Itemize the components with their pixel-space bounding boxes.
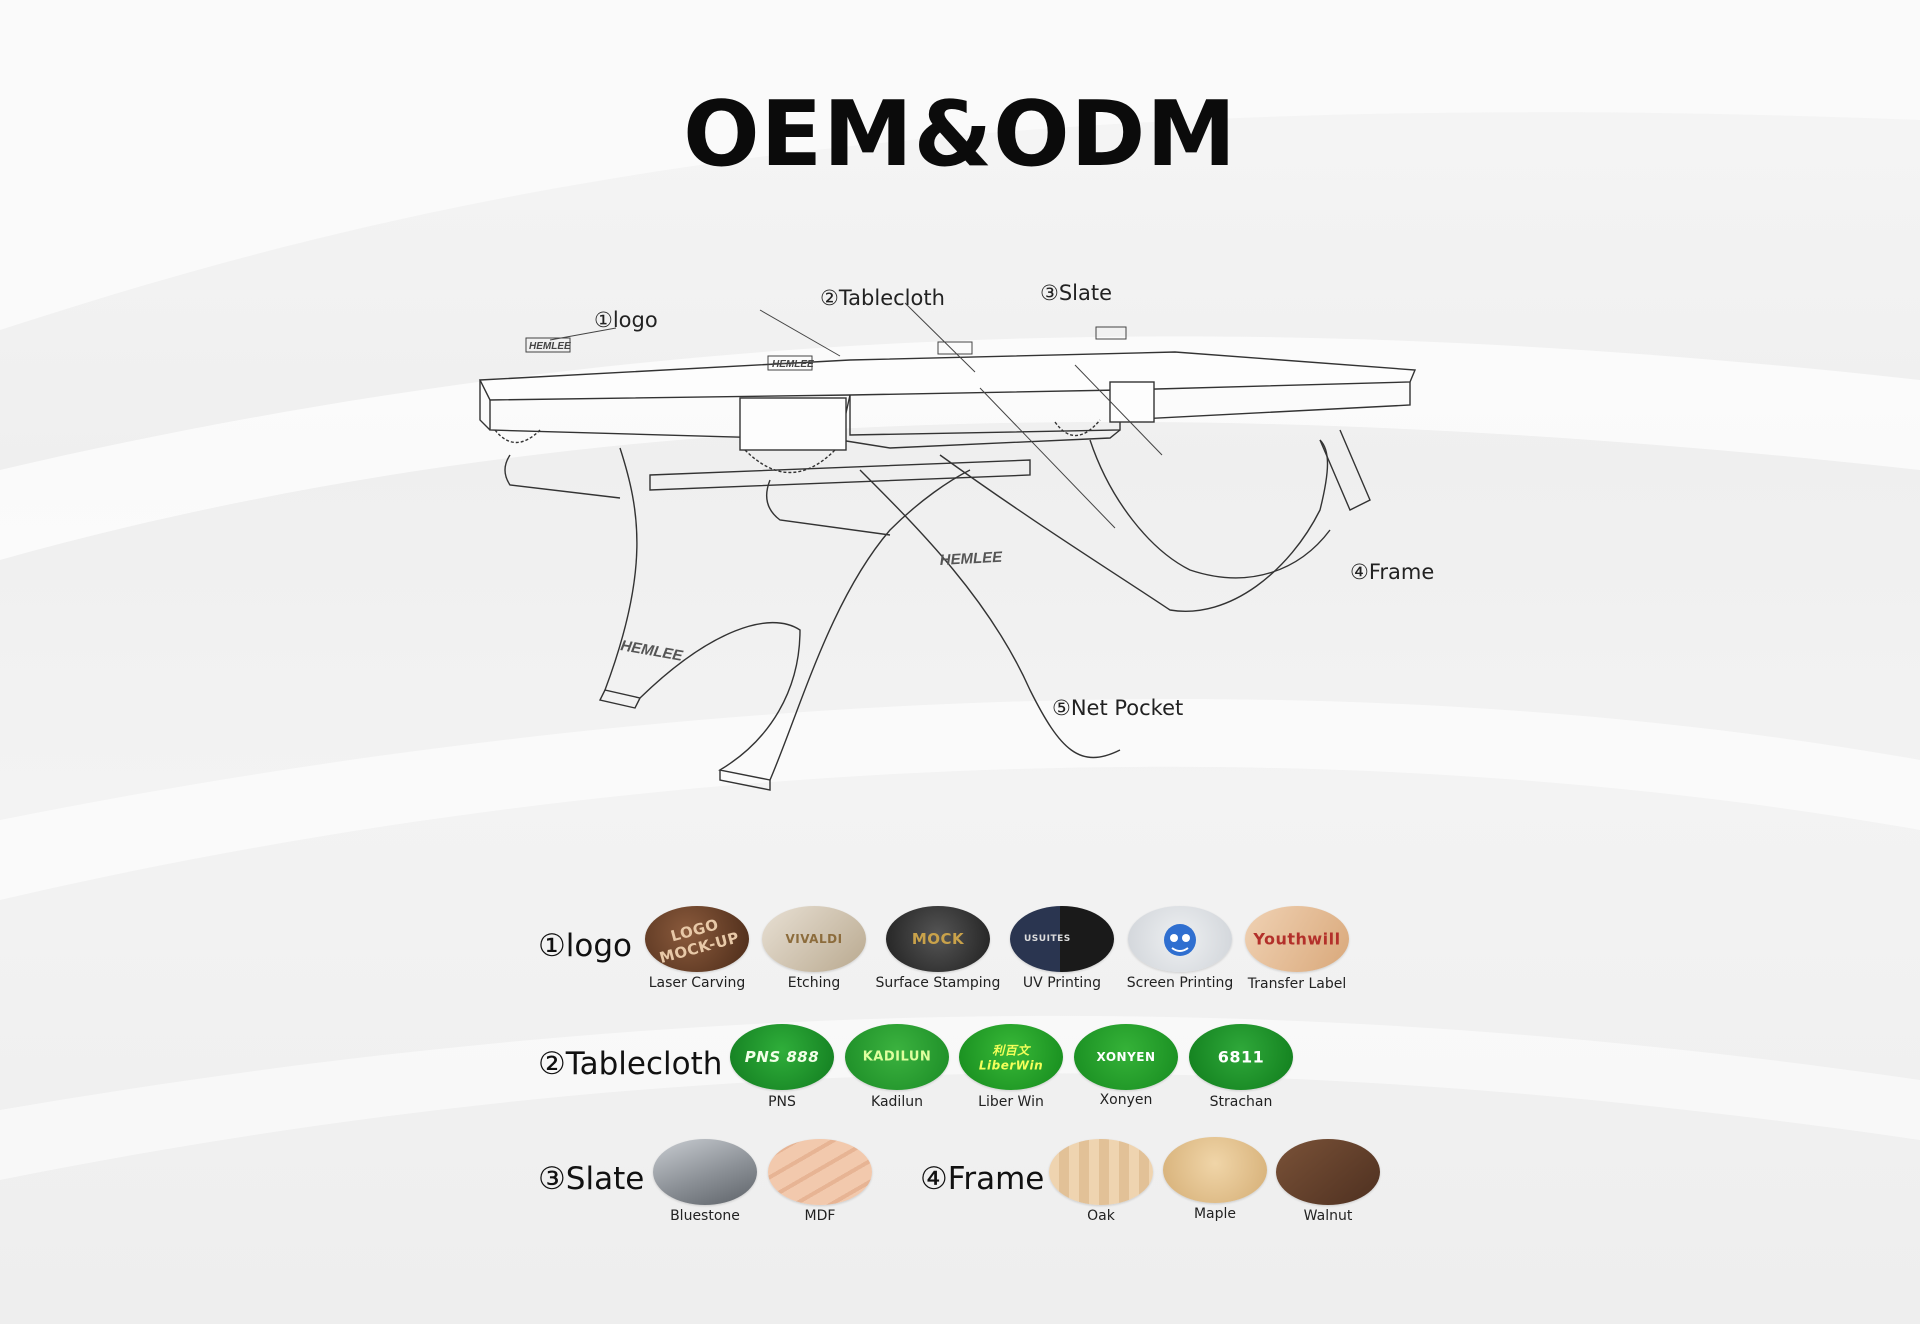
swatch-maple	[1163, 1137, 1267, 1203]
table-leg-brand: HEMLEE	[939, 549, 1003, 569]
swatch-uv-printing: USUITES	[1010, 906, 1114, 972]
caption-uv-printing: UV Printing	[1022, 975, 1102, 991]
callout-slate: ③Slate	[1040, 281, 1113, 305]
callout-tablecloth: ②Tablecloth	[820, 286, 945, 310]
caption-oak: Oak	[1087, 1208, 1115, 1224]
swatch-oak	[1049, 1139, 1153, 1205]
swatch-text: XONYEN	[1096, 1050, 1156, 1064]
swatch-pns: PNS 888	[730, 1024, 834, 1090]
swatch-strachan: 6811	[1189, 1024, 1293, 1090]
callout-frame: ④Frame	[1350, 560, 1435, 584]
callout-net-pocket: ⑤Net Pocket	[1052, 696, 1184, 720]
swatch-text: USUITES	[1024, 934, 1071, 944]
caption-bluestone: Bluestone	[670, 1208, 740, 1224]
row-label-frame: ④Frame	[920, 1161, 1045, 1197]
swatch-walnut	[1276, 1139, 1380, 1205]
caption-surface-stamping: Surface Stamping	[875, 975, 1001, 991]
swatch-screen-printing	[1128, 906, 1232, 972]
swatch-surface-stamping: MOCK	[886, 906, 990, 972]
caption-maple: Maple	[1193, 1206, 1237, 1222]
table-brand-plate: HEMLEE	[529, 341, 571, 352]
swatch-text: Youthwill	[1253, 929, 1341, 949]
swatch-text: KADILUN	[862, 1049, 932, 1065]
swatch-text: MOCK	[911, 930, 965, 948]
caption-laser-carving: Laser Carving	[648, 975, 746, 991]
row-label-tablecloth: ②Tablecloth	[538, 1046, 723, 1082]
swatch-text: PNS 888	[744, 1048, 820, 1066]
callout-logo: ①logo	[594, 308, 658, 332]
row-label-logo: ①logo	[538, 928, 633, 964]
page-title: OEM&ODM	[683, 82, 1237, 187]
caption-strachan: Strachan	[1209, 1094, 1273, 1110]
swatch-liber-win: 利百文 LiberWin	[959, 1024, 1063, 1090]
billiard-table-illustration: HEMLEE HEMLEE HEMLEE HEMLEE	[478, 302, 1417, 791]
swatch-kadilun: KADILUN	[845, 1024, 949, 1090]
swatch-text: 利百文 LiberWin	[978, 1043, 1044, 1073]
swatch-etching: VIVALDI	[762, 906, 866, 972]
swatch-text: 6811	[1217, 1047, 1265, 1067]
swatch-mdf	[768, 1139, 872, 1205]
caption-mdf: MDF	[804, 1208, 836, 1224]
blue-mascot-icon	[1164, 924, 1196, 956]
caption-walnut: Walnut	[1303, 1208, 1353, 1224]
table-leg-brand: HEMLEE	[619, 637, 684, 665]
caption-etching: Etching	[787, 975, 841, 991]
swatch-bluestone	[653, 1139, 757, 1205]
swatch-text: VIVALDI	[785, 932, 843, 946]
caption-transfer-label: Transfer Label	[1247, 976, 1347, 992]
row-label-slate: ③Slate	[538, 1161, 645, 1197]
swatch-transfer-label: Youthwill	[1245, 906, 1349, 972]
swatch-xonyen: XONYEN	[1074, 1024, 1178, 1090]
caption-liber-win: Liber Win	[978, 1094, 1044, 1110]
caption-screen-printing: Screen Printing	[1126, 975, 1234, 991]
swatch-laser-carving: LOGO MOCK-UP	[645, 906, 749, 972]
table-brand-plate: HEMLEE	[772, 359, 814, 370]
caption-pns: PNS	[768, 1094, 796, 1110]
caption-kadilun: Kadilun	[871, 1094, 923, 1110]
caption-xonyen: Xonyen	[1099, 1092, 1153, 1108]
